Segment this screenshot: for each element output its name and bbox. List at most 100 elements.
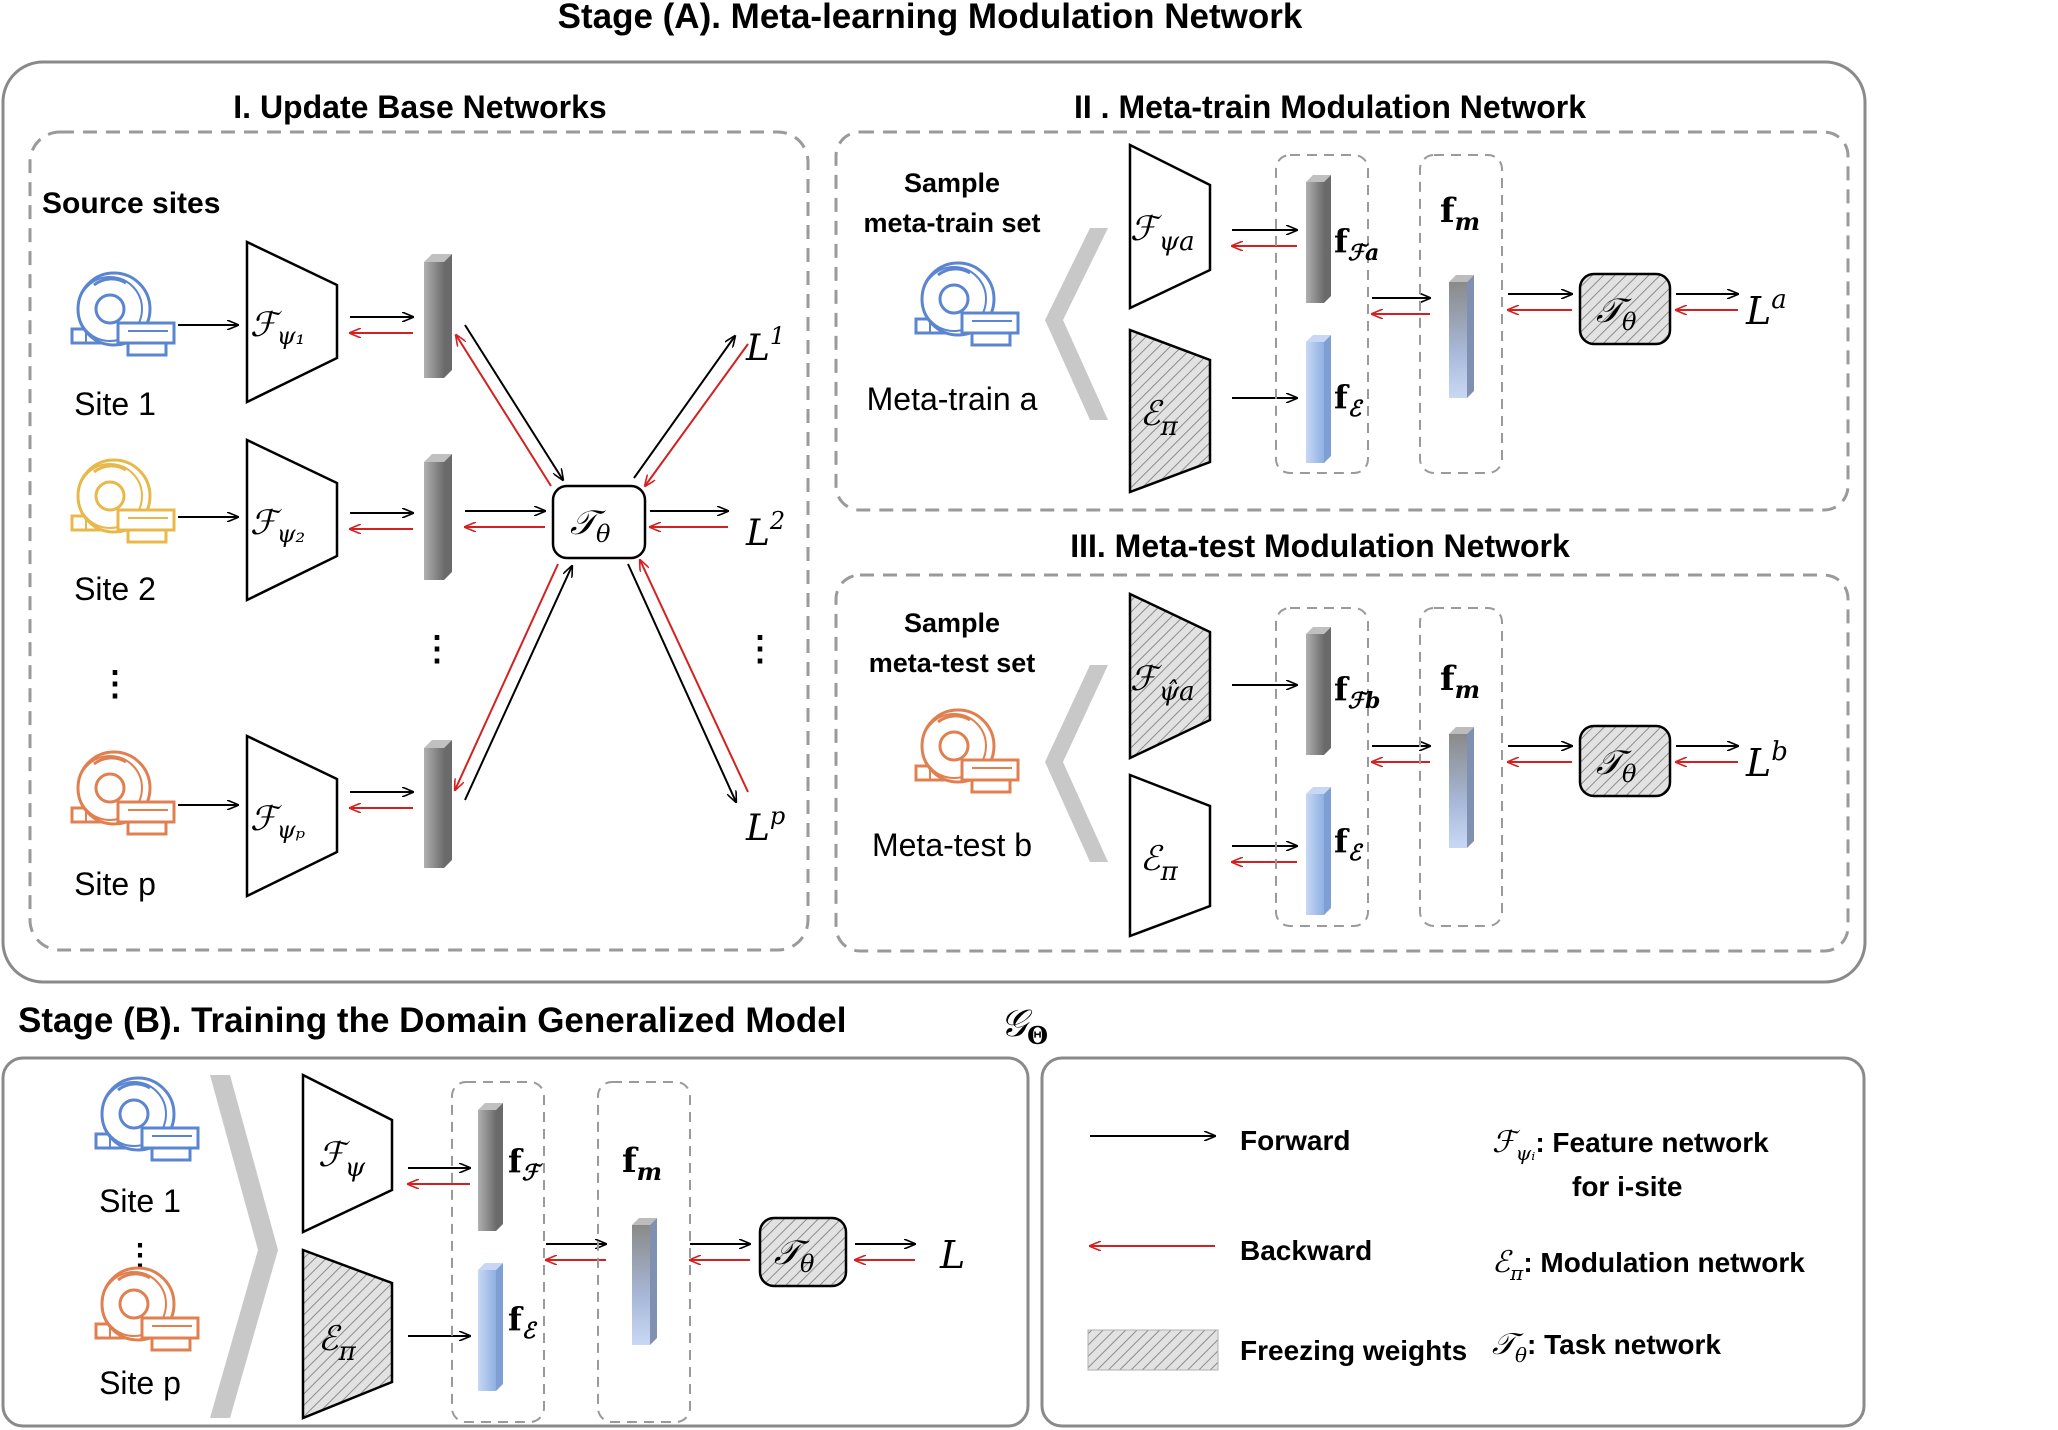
panel-2-loss: La (1745, 285, 1787, 333)
fwd-loss-p (627, 563, 736, 802)
source-sites-label: Source sites (42, 187, 220, 220)
stage-b-task-net (758, 1216, 848, 1288)
panel-3-feat-f-label: fℱb (1334, 670, 1380, 714)
site-2-label: Site 2 (74, 571, 156, 607)
panel-2-box (834, 130, 1850, 512)
legend-freezing-swatch (1087, 1329, 1219, 1371)
stage-b-feature-box (451, 1081, 545, 1423)
panel-2-modulation-net-symbol: ℰπ (1140, 394, 1179, 442)
panel-3-modulation-net-symbol: ℰπ (1140, 839, 1179, 887)
stage-b-feat-e-label: fℰ (508, 1300, 538, 1344)
fwd-diag-p (464, 566, 572, 801)
panel-2-sample-line2: meta-train set (863, 208, 1040, 238)
stage-b-bracket (210, 1075, 278, 1418)
loss-p: Lp (745, 802, 785, 849)
task-net-panel-1 (551, 484, 647, 560)
panel-3-fm-label: fm (1440, 659, 1480, 704)
feature-bar-p (424, 740, 452, 868)
stage-b-ellipsis: ⋮ (125, 1239, 155, 1272)
stage-b-site-1-label: Site 1 (99, 1183, 181, 1219)
legend-feature-line1: ℱψᵢ: Feature network (1492, 1125, 1769, 1165)
panel-2-bar-f (1306, 175, 1331, 303)
stage-b-feature-net (301, 1072, 394, 1234)
legend-feature-line2: for i-site (1572, 1171, 1682, 1202)
stage-b-modulation-net (301, 1248, 394, 1420)
site-p-label: Site p (74, 866, 156, 902)
legend-box (1040, 1056, 1866, 1428)
stage-b-feat-f-label: fℱ (508, 1142, 544, 1186)
panel-2-task-net (1578, 272, 1672, 346)
panel-2-feature-net (1128, 142, 1212, 310)
panel-3-bracket (1045, 665, 1108, 862)
stage-b-site-1-scanner-icon (94, 1076, 200, 1162)
panel-3-box (834, 573, 1850, 953)
stage-b-model-symbol: 𝒢Θ (1000, 1001, 1048, 1050)
meta-train-label: Meta-train a (867, 381, 1038, 417)
panel-2-fm-box (1419, 154, 1503, 474)
stage-b-site-p-scanner-icon (94, 1266, 200, 1352)
meta-test-scanner-icon (914, 708, 1020, 794)
stage-b-modulation-net-symbol: ℰπ (318, 1319, 357, 1367)
panel-3-task-net (1578, 724, 1672, 798)
panel-2-modulation-net (1128, 328, 1212, 494)
loss-2: L2 (745, 507, 785, 554)
panel-1-box (28, 130, 810, 952)
stage-b-fm-box (597, 1081, 691, 1423)
site-p-scanner-icon (70, 750, 176, 836)
legend-task: 𝒯θ: Task network (1492, 1327, 1721, 1367)
panel-3-feature-net (1128, 592, 1212, 760)
bwd-diag-1 (456, 335, 552, 487)
stage-b-bar-m (632, 1218, 657, 1345)
panel-2-bar-e (1306, 335, 1331, 463)
bwd-diag-p (455, 563, 559, 790)
panel-2-bracket (1045, 228, 1108, 420)
meta-test-label: Meta-test b (872, 827, 1032, 863)
panel-3-bar-m (1449, 727, 1474, 848)
panel-3-bar-e (1306, 787, 1331, 915)
legend-backward-label: Backward (1240, 1235, 1372, 1266)
site-2-scanner-icon (70, 458, 176, 544)
stage-b-fm-label: fm (622, 1141, 662, 1186)
panel-3-feature-box (1275, 607, 1369, 927)
bars-ellipsis: ⋮ (420, 630, 454, 668)
panel-2-feature-box (1275, 154, 1369, 474)
panel-3-sample-line1: Sample (904, 608, 1000, 638)
feature-net-2 (245, 438, 339, 603)
fwd-diag-1 (464, 324, 563, 480)
legend-freezing-label: Freezing weights (1240, 1335, 1467, 1366)
stage-a-title: Stage (A). Meta-learning Modulation Netw… (558, 0, 1303, 36)
panel-2-bar-m (1449, 275, 1474, 398)
feature-net-1-symbol: ℱψ₁ (250, 305, 305, 350)
panel-3-sample-line2: meta-test set (869, 648, 1036, 678)
stage-b-bar-f (478, 1103, 503, 1231)
panel-1-title: I. Update Base Networks (233, 89, 606, 125)
feature-bar-2 (424, 454, 452, 580)
stage-a-box (1, 60, 1867, 984)
feature-net-1 (245, 240, 339, 405)
panel-2-title: II . Meta-train Modulation Network (1074, 89, 1586, 125)
panel-3-bar-f (1306, 627, 1331, 755)
panel-2-task-net-symbol: 𝒯θ (1596, 291, 1637, 336)
loss-1: L1 (745, 322, 785, 369)
stage-b-title: Stage (B). Training the Domain Generaliz… (18, 1001, 846, 1040)
site-1-scanner-icon (70, 271, 176, 357)
stage-b-bar-e (478, 1263, 503, 1391)
panel-3-modulation-net (1128, 773, 1212, 938)
site-1-label: Site 1 (74, 386, 156, 422)
panel-3-loss: Lb (1745, 737, 1788, 785)
bwd-loss-p (640, 560, 749, 793)
sites-ellipsis: ⋮ (98, 665, 132, 703)
bwd-loss-1 (645, 343, 749, 486)
stage-b-feature-net-symbol: ℱψ (318, 1135, 366, 1183)
panel-3-fm-box (1419, 607, 1503, 927)
panel-2-sample-line1: Sample (904, 168, 1000, 198)
panel-2-fm-label: fm (1440, 191, 1480, 236)
panel-3-feat-e-label: fℰ (1334, 822, 1364, 866)
fwd-loss-1 (633, 336, 735, 479)
panel-2-feat-f-label: fℱa (1334, 222, 1379, 266)
feature-bar-1 (424, 254, 452, 378)
panel-3-title: III. Meta-test Modulation Network (1070, 528, 1570, 564)
feature-net-p (245, 734, 339, 899)
